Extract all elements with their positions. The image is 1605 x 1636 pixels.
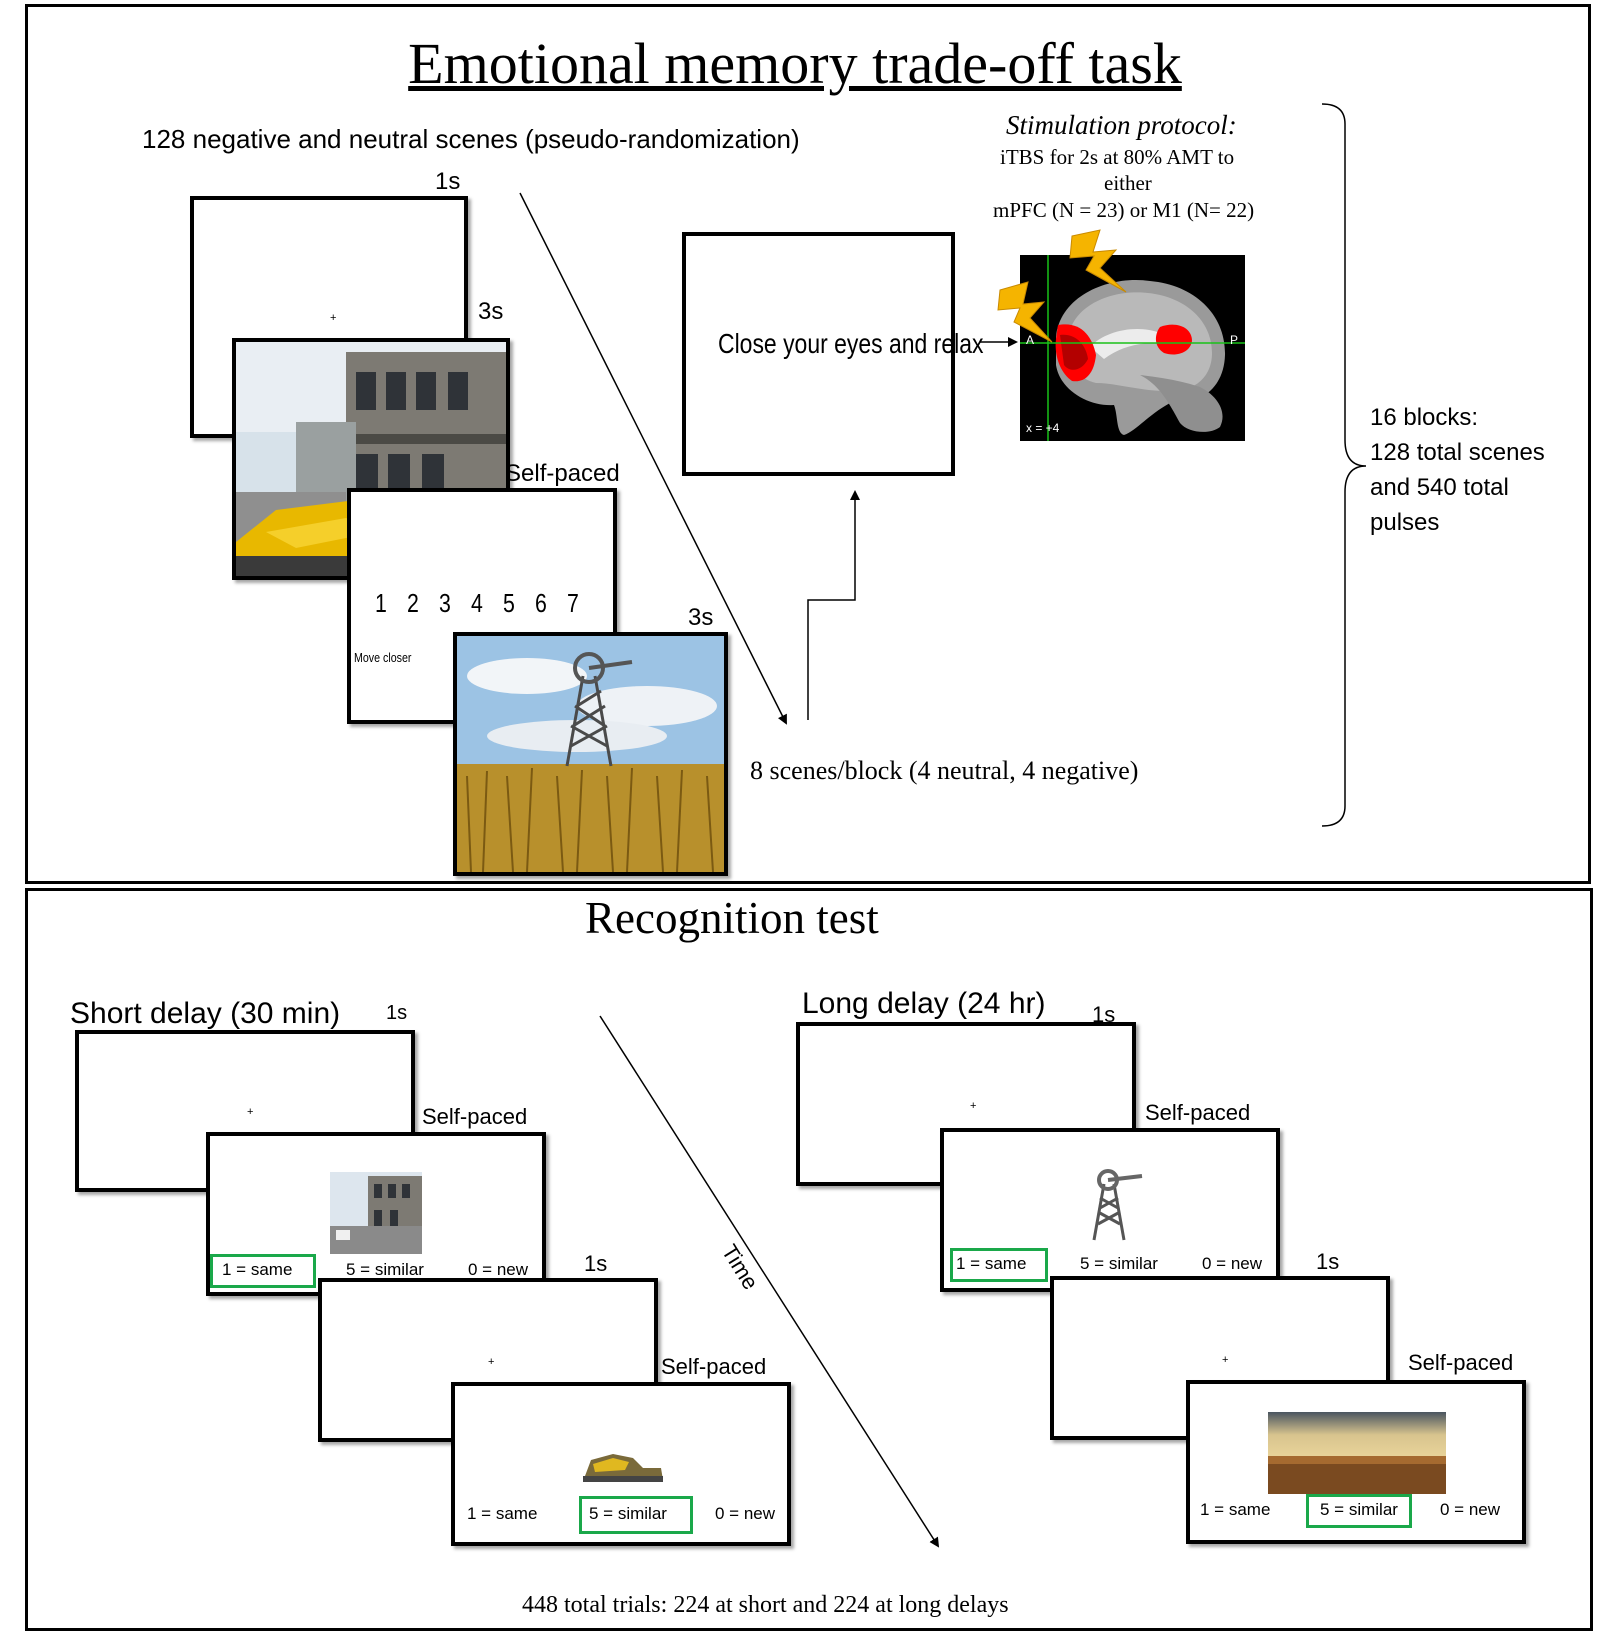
timing-second-scene: 3s: [688, 604, 714, 631]
recognition-time-arrow: [599, 1015, 940, 1548]
street-thumbnail: [330, 1172, 422, 1254]
short-timing-3: 1s: [584, 1251, 608, 1276]
fixation-cross: +: [247, 1106, 254, 1118]
stimulation-line-3: mPFC (N = 23) or M1 (N= 22): [993, 198, 1255, 222]
short-timing-1: 1s: [386, 1002, 408, 1024]
short-response-same-1: 1 = same: [222, 1260, 293, 1279]
short-response-similar-2: 5 = similar: [589, 1504, 667, 1523]
short-delay-label: Short delay (30 min): [70, 997, 341, 1030]
brain-image: A P x = +4: [1020, 255, 1245, 441]
long-timing-3: 1s: [1316, 1249, 1340, 1274]
windmill-scene-image: [457, 636, 724, 872]
short-response-similar-1: 5 = similar: [346, 1260, 424, 1279]
rating-anchor: Move closer: [354, 650, 412, 665]
long-selected-similar: [1306, 1494, 1412, 1528]
long-response-similar-2: 5 = similar: [1320, 1500, 1398, 1519]
summary-line-4: pulses: [1370, 509, 1440, 536]
long-response-same-2: 1 = same: [1200, 1500, 1271, 1519]
short-timing-4: Self-paced: [661, 1354, 767, 1379]
trials-footer: 448 total trials: 224 at short and 224 a…: [522, 1592, 1009, 1618]
stimulation-line-1: iTBS for 2s at 80% AMT to: [1000, 145, 1235, 169]
short-response-new-2: 0 = new: [715, 1504, 776, 1523]
rating-6: 6: [534, 588, 547, 618]
timing-fixation: 1s: [435, 168, 461, 195]
rating-4: 4: [470, 588, 483, 618]
rating-7: 7: [566, 588, 579, 618]
brain-label-posterior: P: [1230, 333, 1239, 347]
blocks-brace: [1321, 103, 1367, 827]
long-test-frame-1: 1 = same 5 = similar 0 = new: [940, 1128, 1280, 1292]
short-selected-same: [210, 1254, 316, 1288]
short-timing-2: Self-paced: [422, 1104, 528, 1129]
fixation-cross: +: [488, 1356, 495, 1368]
rating-3: 3: [438, 588, 451, 618]
lightning-bolt-icon: [1069, 229, 1127, 293]
short-selected-similar: [579, 1496, 693, 1534]
summary-line-3: and 540 total: [1370, 474, 1509, 501]
stimulation-heading: Stimulation protocol:: [1006, 110, 1237, 140]
rating-2: 2: [406, 588, 419, 618]
block-to-rest-arrow: [807, 490, 860, 720]
lightning-bolt-icon: [997, 281, 1053, 343]
long-delay-label: Long delay (24 hr): [802, 987, 1046, 1020]
rating-5: 5: [502, 588, 515, 618]
rest-text: Close your eyes and relax: [718, 328, 984, 359]
short-response-same-2: 1 = same: [467, 1504, 538, 1523]
long-response-new-1: 0 = new: [1202, 1254, 1263, 1273]
fixation-cross: +: [1222, 1354, 1229, 1366]
block-note: 8 scenes/block (4 neutral, 4 negative): [750, 756, 1139, 785]
long-timing-2: Self-paced: [1145, 1100, 1251, 1125]
summary-line-2: 128 total scenes: [1370, 439, 1545, 466]
summary-line-1: 16 blocks:: [1370, 404, 1479, 431]
short-test-frame-2: 1 = same 5 = similar 0 = new: [451, 1382, 791, 1546]
wrecked-car-thumbnail: [583, 1454, 663, 1482]
stimulation-line-2: either: [1104, 171, 1152, 195]
long-test-frame-2: 1 = same 5 = similar 0 = new: [1186, 1380, 1526, 1544]
fixation-cross: +: [970, 1100, 977, 1112]
windmill-thumbnail: [1092, 1169, 1143, 1241]
timing-rating: Self-paced: [505, 460, 620, 487]
rest-frame: Close your eyes and relax: [682, 232, 983, 476]
encoding-title: Emotional memory trade-off task: [408, 31, 1182, 96]
short-test-frame-1: 1 = same 5 = similar 0 = new: [206, 1132, 546, 1296]
encoding-time-arrow: [519, 192, 787, 725]
long-response-same-1: 1 = same: [956, 1254, 1027, 1273]
rating-scale: 1 2 3 4 5 6 7: [375, 588, 581, 619]
long-response-new-2: 0 = new: [1440, 1500, 1501, 1519]
short-fixation-frame-1: +: [75, 1030, 415, 1192]
rating-1: 1: [375, 588, 387, 618]
neutral-scene-frame: [453, 632, 728, 876]
long-selected-same: [950, 1248, 1048, 1282]
brain-label-anterior: A: [1026, 333, 1035, 347]
brain-coordinate: x = +4: [1026, 421, 1060, 435]
recognition-title: Recognition test: [585, 893, 879, 943]
scenes-note: 128 negative and neutral scenes (pseudo-…: [142, 124, 800, 154]
fixation-cross: +: [330, 312, 337, 324]
short-response-new-1: 0 = new: [468, 1260, 529, 1279]
long-response-similar-1: 5 = similar: [1080, 1254, 1158, 1273]
timing-scene: 3s: [478, 298, 504, 325]
field-thumbnail: [1268, 1412, 1446, 1494]
block-summary: 16 blocks: 128 total scenes and 540 tota…: [1370, 400, 1545, 540]
long-timing-4: Self-paced: [1408, 1350, 1514, 1375]
long-timing-1: 1s: [1092, 1002, 1116, 1027]
